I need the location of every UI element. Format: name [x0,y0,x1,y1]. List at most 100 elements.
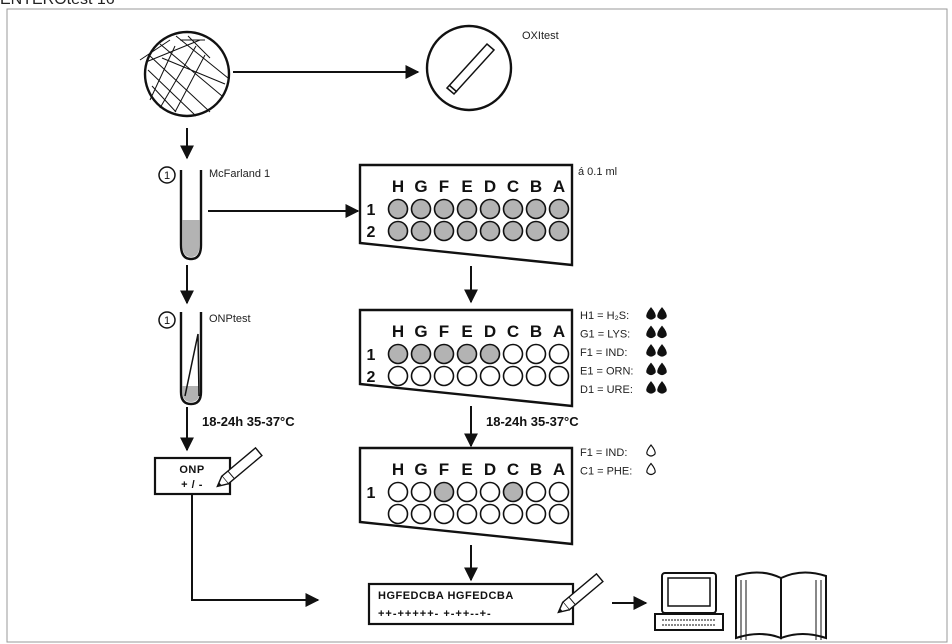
onp-box-line2: + / - [181,479,203,491]
well-E2 [458,367,477,386]
well-H2 [389,367,408,386]
column-label-E: E [461,460,472,479]
reagent-list-panel3: F1 = IND: C1 = PHE: [580,445,655,478]
reagent-label: C1 = PHE: [580,466,632,478]
well-F1 [435,345,454,364]
well-A1 [550,200,569,219]
well-D1 [481,200,500,219]
reagent-drop-icon [647,345,655,356]
well-A2 [550,222,569,241]
onp-box-line1: ONP [179,464,204,476]
column-label-F: F [439,177,449,196]
mcfarland-label: McFarland 1 [209,168,270,180]
onptest-label: ONPtest [209,313,251,325]
well-H2 [389,222,408,241]
well-C2 [504,505,523,524]
column-label-B: B [530,322,542,341]
computer-icon [655,573,723,630]
svg-text:1: 1 [164,315,170,327]
column-label-F: F [439,322,449,341]
well-D1 [481,345,500,364]
column-label-A: A [553,177,565,196]
well-B2 [527,222,546,241]
well-C1 [504,200,523,219]
result-strip: HGFEDCBA HGFEDCBA ++-+++++- +-++--+- [369,584,573,624]
step-number-badge: 1 [159,167,175,183]
column-label-D: D [484,177,496,196]
row-label: 1 [367,202,376,219]
well-D2 [481,505,500,524]
column-label-A: A [553,460,565,479]
well-D2 [481,222,500,241]
row-label: 1 [367,347,376,364]
well-A1 [550,483,569,502]
agar-plate-icon [140,32,229,116]
column-label-C: C [507,460,519,479]
row-label: 1 [367,485,376,502]
column-label-G: G [414,177,427,196]
well-C2 [504,367,523,386]
result-strip-values: ++-+++++- +-++--+- [378,608,492,620]
well-C1 [504,483,523,502]
well-H1 [389,345,408,364]
well-F2 [435,367,454,386]
column-label-G: G [414,322,427,341]
well-E1 [458,483,477,502]
row-label: 2 [367,369,376,386]
reagent-drop-icon [647,382,655,393]
reagent-drop-icon [658,382,666,393]
well-B1 [527,200,546,219]
step-number-badge: 1 [159,312,175,328]
open-book-icon [736,572,826,640]
oxitest-label: OXItest [522,30,559,42]
result-strip-header: HGFEDCBA HGFEDCBA [378,590,514,602]
well-B2 [527,367,546,386]
well-B1 [527,345,546,364]
reagent-drop-icon [647,327,655,338]
onp-tube-icon [181,312,201,404]
well-E1 [458,200,477,219]
well-F2 [435,222,454,241]
well-E1 [458,345,477,364]
well-A2 [550,505,569,524]
column-label-H: H [392,460,404,479]
column-label-D: D [484,322,496,341]
column-label-H: H [392,322,404,341]
reagent-label: F1 = IND: [580,347,627,359]
column-label-D: D [484,460,496,479]
well-E2 [458,505,477,524]
well-F1 [435,200,454,219]
onp-result-box: ONP + / - [155,458,230,494]
reagent-drop-icon [658,345,666,356]
well-D1 [481,483,500,502]
column-label-H: H [392,177,404,196]
reagent-label: F1 = IND: [580,447,627,459]
reagent-drop-icon [647,464,655,475]
well-G2 [412,367,431,386]
well-F1 [435,483,454,502]
column-label-F: F [439,460,449,479]
column-label-G: G [414,460,427,479]
column-label-E: E [461,322,472,341]
reagent-label: H1 = H₂S: [580,310,629,322]
well-A2 [550,367,569,386]
well-F2 [435,505,454,524]
reagent-list-panel2: H1 = H₂S:G1 = LYS:F1 = IND:E1 = ORN:D1 =… [580,308,666,396]
reagent-drop-icon [647,308,655,319]
well-G1 [412,200,431,219]
reagent-drop-icon [647,445,655,456]
well-B1 [527,483,546,502]
reagent-label: E1 = ORN: [580,366,634,378]
reagent-drop-icon [658,308,666,319]
well-G1 [412,345,431,364]
well-A1 [550,345,569,364]
volume-label: á 0.1 ml [578,166,617,178]
reagent-drop-icon [658,327,666,338]
reagent-drop-icon [658,364,666,375]
reagent-label: D1 = URE: [580,384,633,396]
column-label-B: B [530,177,542,196]
